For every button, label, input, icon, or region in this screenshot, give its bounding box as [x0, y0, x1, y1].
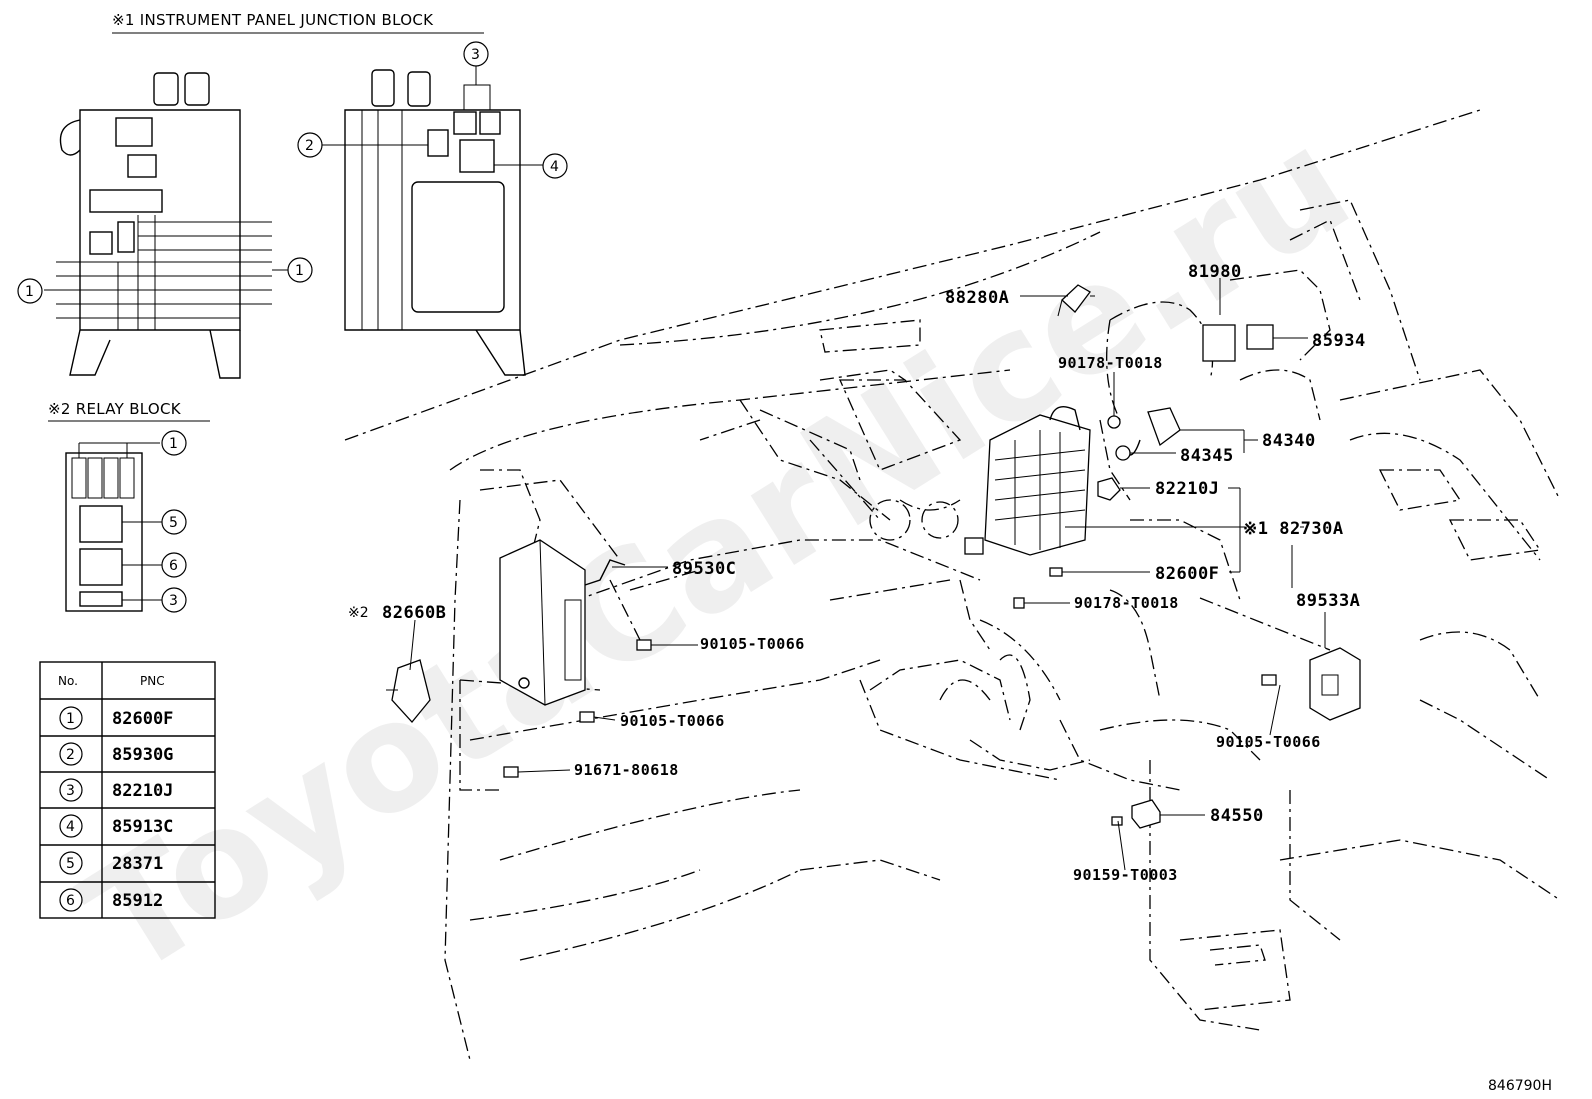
callout-circle-2: 2	[297, 132, 323, 158]
svg-text:82210J: 82210J	[112, 781, 173, 801]
label-82660B: 82660B	[382, 603, 446, 623]
label-91671-80618: 91671-80618	[574, 761, 679, 779]
label-90105-T0066-upper: 90105-T0066	[700, 635, 805, 653]
svg-text:2: 2	[66, 747, 75, 763]
svg-text:5: 5	[169, 515, 178, 531]
junction-block-title: ※1 INSTRUMENT PANEL JUNCTION BLOCK	[112, 11, 434, 29]
sensor-88280A	[1020, 284, 1091, 317]
label-90159-T0003: 90159-T0003	[1073, 866, 1178, 884]
junction-block-installed	[964, 406, 1091, 556]
table-row: 6 85912	[59, 888, 163, 912]
pnc-table: No. PNC 1 82600F 2 85930G 3 82210J 4 859…	[39, 661, 216, 919]
svg-text:3: 3	[66, 783, 75, 799]
table-row: 3 82210J	[59, 778, 173, 802]
svg-text:3: 3	[471, 47, 480, 63]
nut-90178-a	[1107, 415, 1121, 429]
svg-text:6: 6	[169, 558, 178, 574]
relay-callout-6: 6	[161, 552, 187, 578]
label-85934: 85934	[1312, 331, 1366, 351]
label-89533A: 89533A	[1296, 591, 1360, 611]
screw-91671	[503, 766, 519, 778]
svg-text:6: 6	[66, 893, 75, 909]
svg-text:28371: 28371	[112, 854, 163, 874]
table-row: 1 82600F	[59, 706, 173, 730]
ecu-89530C	[499, 539, 626, 706]
relay-callout-3: 3	[161, 587, 187, 613]
callout-circle-3-top: 3	[463, 41, 489, 67]
svg-text:82600F: 82600F	[112, 709, 173, 729]
watermark: ToyotaCarNice.ru	[57, 95, 1379, 1011]
svg-text:5: 5	[66, 856, 75, 872]
diagram-code: 846790H	[1488, 1078, 1552, 1094]
label-81980: 81980	[1188, 262, 1242, 282]
svg-text:4: 4	[550, 159, 559, 175]
label-89530C: 89530C	[672, 559, 736, 579]
switch-84550	[1111, 799, 1161, 829]
label-90105-T0066-middle: 90105-T0066	[620, 712, 725, 730]
label-90178-T0018-lower: 90178-T0018	[1074, 594, 1179, 612]
relay-85934	[1246, 324, 1308, 350]
label-84550: 84550	[1210, 806, 1264, 826]
label-84340: 84340	[1262, 431, 1316, 451]
leader-lines	[409, 278, 1304, 871]
table-row: 2 85930G	[59, 742, 173, 766]
bolt-90105-a	[636, 639, 652, 651]
label-84345: 84345	[1180, 446, 1234, 466]
relay-block-view	[65, 442, 162, 612]
callout-circle-1-left: 1	[17, 278, 43, 304]
relay-block-title: ※2 RELAY BLOCK	[48, 400, 182, 418]
svg-text:1: 1	[25, 284, 34, 300]
svg-text:85912: 85912	[112, 891, 163, 911]
callout-circle-4: 4	[542, 153, 568, 179]
table-row: 4 85913C	[59, 814, 173, 838]
relay-callout-5: 5	[161, 509, 187, 535]
bolt-82600F	[1049, 567, 1063, 577]
label-82730A: ※1 82730A	[1243, 519, 1344, 539]
svg-text:85930G: 85930G	[112, 745, 173, 765]
connector-84340	[1129, 407, 1181, 456]
label-88280A: 88280A	[945, 288, 1009, 308]
svg-text:4: 4	[66, 819, 75, 835]
label-90178-T0018-upper: 90178-T0018	[1058, 354, 1163, 372]
relay-81980	[1202, 290, 1236, 362]
sensor-89533A	[1309, 612, 1361, 721]
svg-text:1: 1	[295, 263, 304, 279]
svg-text:1: 1	[66, 711, 75, 727]
clip-84345	[1115, 445, 1131, 461]
table-row: 5 28371	[59, 851, 163, 875]
bolt-90105-c	[1261, 674, 1277, 686]
junction-block-heading: ※1 INSTRUMENT PANEL JUNCTION BLOCK	[112, 11, 484, 34]
junction-block-rear-view	[320, 65, 543, 376]
relay-82660B	[386, 659, 431, 723]
relay-callout-1: 1	[161, 430, 187, 456]
table-header-no: No.	[58, 674, 78, 688]
svg-text:3: 3	[169, 593, 178, 609]
relay-block-heading: ※2 RELAY BLOCK	[48, 400, 210, 422]
relay-block-mark: ※2	[348, 605, 369, 621]
callout-circle-1-right: 1	[287, 257, 313, 283]
svg-text:1: 1	[169, 436, 178, 452]
label-90105-T0066-right: 90105-T0066	[1216, 733, 1321, 751]
svg-text:2: 2	[305, 138, 314, 154]
table-header-pnc: PNC	[140, 674, 165, 688]
fuse-82210J	[1097, 477, 1121, 501]
bolt-90178-b	[1013, 597, 1025, 609]
label-82600F: 82600F	[1155, 564, 1219, 584]
svg-text:85913C: 85913C	[112, 817, 173, 837]
junction-block-front-view	[44, 72, 288, 379]
bolt-90105-b	[579, 711, 595, 723]
label-82210J: 82210J	[1155, 479, 1219, 499]
